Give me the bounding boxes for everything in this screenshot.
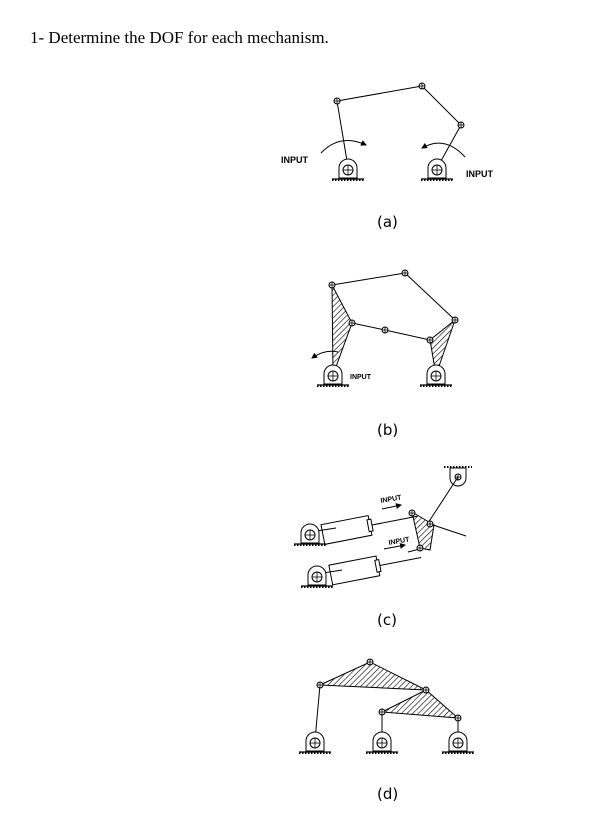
caption-d: (d) [377,785,399,803]
mechanism-b: INPUT [311,269,459,387]
input-label-c-top: INPUT [380,494,403,505]
input-label-b: INPUT [350,374,372,381]
input-label-a-left: INPUT [281,155,309,165]
input-label-c-bottom: INPUT [388,536,411,547]
mechanism-c: INPUT INPUT [293,466,472,588]
caption-a: (a) [377,213,398,231]
input-label-a-right: INPUT [466,169,494,179]
caption-b: (b) [377,421,399,439]
mechanism-a: INPUT INPUT [281,82,494,181]
question-title: 1- Determine the DOF for each mechanism. [30,28,329,47]
caption-c: (c) [377,611,397,629]
mechanism-d [298,658,475,754]
